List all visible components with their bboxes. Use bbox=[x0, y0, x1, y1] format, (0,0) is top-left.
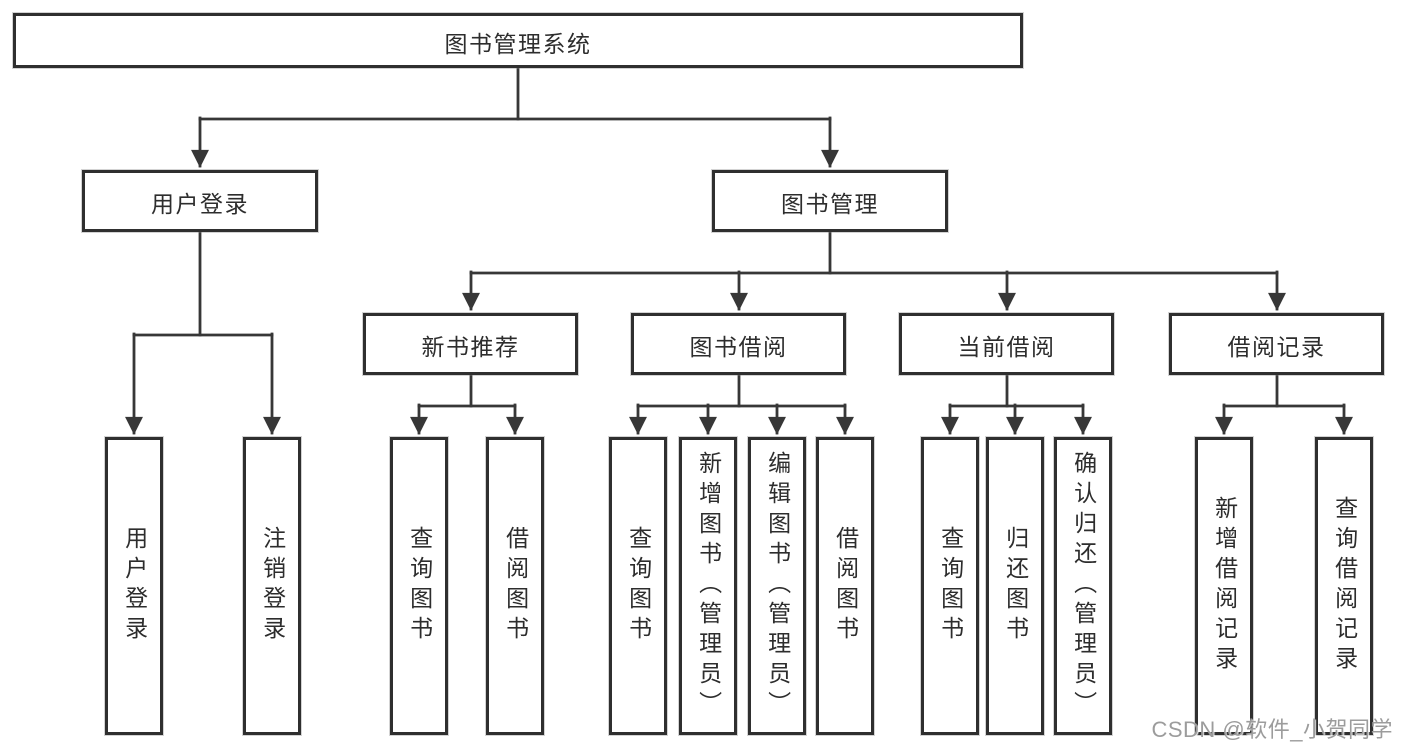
node-label: 查询图书 bbox=[625, 526, 652, 646]
node-current-borrowing: 当前借阅 bbox=[899, 313, 1114, 375]
node-label: 新增图书（管理员） bbox=[695, 451, 722, 721]
node-label: 借阅记录 bbox=[1227, 334, 1326, 360]
leaf-query-books-current: 查询图书 bbox=[921, 437, 979, 735]
node-user-login-branch: 用户登录 bbox=[82, 170, 318, 232]
watermark: CSDN @软件_小贺同学 bbox=[1151, 717, 1393, 742]
node-label: 查询借阅记录 bbox=[1331, 496, 1358, 676]
leaf-return-books: 归还图书 bbox=[986, 437, 1044, 735]
node-label: 用户登录 bbox=[151, 191, 249, 217]
node-label: 图书管理系统 bbox=[444, 30, 592, 57]
leaf-borrow-books-recommend: 借阅图书 bbox=[486, 437, 544, 735]
node-label: 当前借阅 bbox=[957, 334, 1056, 360]
node-book-management: 图书管理 bbox=[712, 170, 948, 232]
node-label: 编辑图书（管理员） bbox=[764, 451, 791, 721]
leaf-add-borrow-record: 新增借阅记录 bbox=[1195, 437, 1253, 735]
node-label: 确认归还（管理员） bbox=[1070, 451, 1097, 721]
node-label: 查询图书 bbox=[937, 526, 964, 646]
node-label: 查询图书 bbox=[406, 526, 433, 646]
node-label: 归还图书 bbox=[1002, 526, 1029, 646]
node-label: 用户登录 bbox=[121, 526, 148, 646]
node-label: 图书管理 bbox=[781, 191, 879, 217]
leaf-borrow-books: 借阅图书 bbox=[816, 437, 874, 735]
node-label: 借阅图书 bbox=[832, 526, 859, 646]
node-library-management-system: 图书管理系统 bbox=[13, 13, 1023, 68]
node-label: 注销登录 bbox=[259, 526, 286, 646]
leaf-query-books-recommend: 查询图书 bbox=[390, 437, 448, 735]
node-label: 新增借阅记录 bbox=[1211, 496, 1238, 676]
leaf-query-borrow-record: 查询借阅记录 bbox=[1315, 437, 1373, 735]
leaf-query-books-borrowing: 查询图书 bbox=[609, 437, 667, 735]
leaf-edit-books-admin: 编辑图书（管理员） bbox=[748, 437, 806, 735]
node-label: 新书推荐 bbox=[421, 334, 520, 360]
node-borrow-records: 借阅记录 bbox=[1169, 313, 1384, 375]
leaf-logout: 注销登录 bbox=[243, 437, 301, 735]
node-label: 图书借阅 bbox=[689, 334, 788, 360]
leaf-user-login: 用户登录 bbox=[105, 437, 163, 735]
leaf-confirm-return-admin: 确认归还（管理员） bbox=[1054, 437, 1112, 735]
node-label: 借阅图书 bbox=[502, 526, 529, 646]
node-new-book-recommend: 新书推荐 bbox=[363, 313, 578, 375]
leaf-add-books-admin: 新增图书（管理员） bbox=[679, 437, 737, 735]
node-book-borrowing: 图书借阅 bbox=[631, 313, 846, 375]
